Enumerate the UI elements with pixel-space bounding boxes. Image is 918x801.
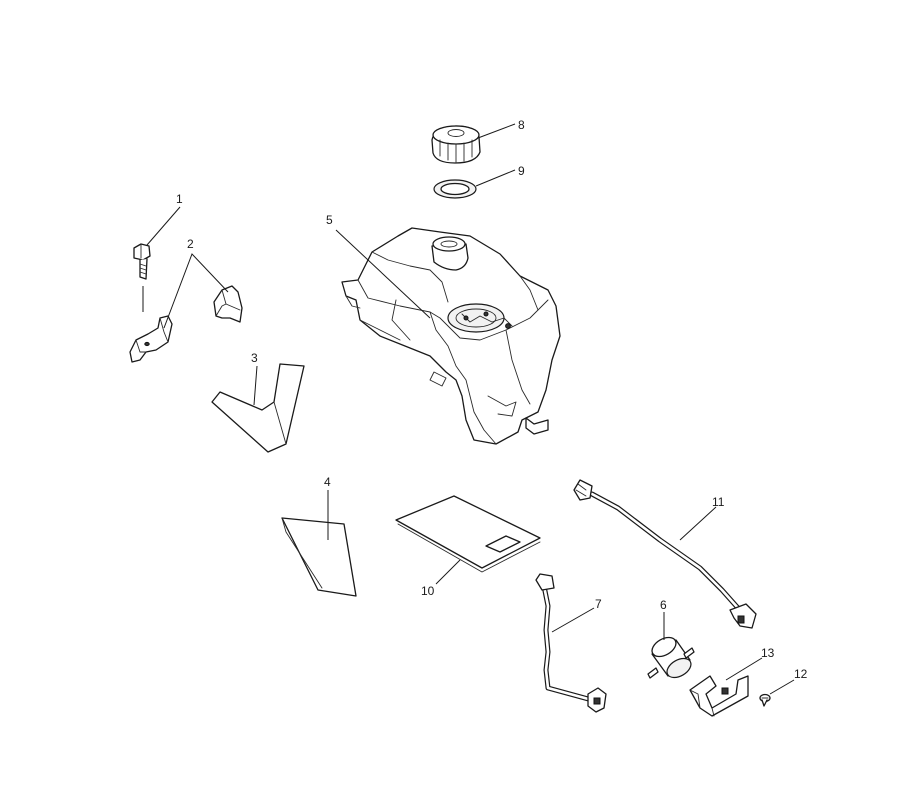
callout-7: 7	[595, 597, 602, 611]
callout-6: 6	[660, 598, 667, 612]
callout-13: 13	[761, 646, 775, 660]
tank-pad-plate[interactable]	[395, 495, 541, 573]
callout-10: 10	[421, 584, 435, 598]
callout-12: 12	[794, 667, 808, 681]
callout-5: 5	[326, 213, 333, 227]
cap-gasket[interactable]	[433, 179, 477, 199]
leader-7	[551, 607, 595, 633]
callout-3: 3	[251, 351, 258, 365]
fuel-hose-short[interactable]	[535, 573, 607, 713]
foam-pad-l[interactable]	[211, 363, 305, 453]
tank-bracket-lower[interactable]	[129, 315, 173, 363]
fuel-filter[interactable]	[647, 634, 695, 682]
callout-4: 4	[324, 475, 331, 489]
leader-8	[477, 123, 516, 139]
fuel-cap[interactable]	[431, 125, 481, 164]
callout-8: 8	[518, 118, 525, 132]
filter-clamp[interactable]	[689, 675, 749, 717]
leader-10	[435, 559, 461, 585]
leader-5	[335, 229, 431, 319]
callout-11: 11	[712, 495, 725, 509]
leader-1	[146, 206, 181, 246]
leader-11	[679, 506, 717, 541]
fuel-hose-long[interactable]	[573, 479, 757, 629]
fuel-tank[interactable]	[341, 227, 561, 445]
foam-pad[interactable]	[281, 517, 357, 597]
callout-1: 1	[176, 192, 183, 206]
leader-12	[769, 679, 795, 695]
callout-9: 9	[518, 164, 525, 178]
leader-3	[253, 365, 258, 406]
clamp-screw[interactable]	[759, 693, 771, 707]
leader-13	[725, 657, 763, 681]
tank-bracket-upper[interactable]	[213, 285, 243, 323]
leader-2	[163, 253, 229, 329]
leader-9	[475, 169, 516, 187]
bolt[interactable]	[133, 243, 151, 280]
callout-2: 2	[187, 237, 194, 251]
